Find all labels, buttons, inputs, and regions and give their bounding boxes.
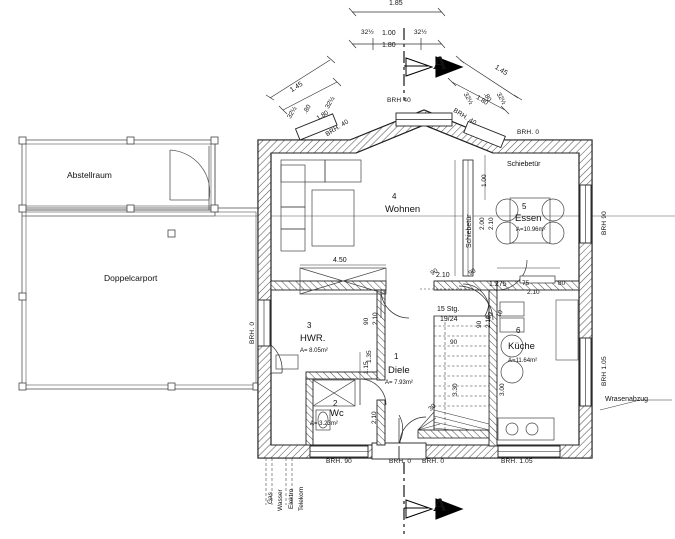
kitchen-fixtures <box>497 299 579 441</box>
room-number-6: 6 <box>516 326 521 335</box>
label-abstellraum: Abstellraum <box>67 170 112 180</box>
utility-label-gas: Gas <box>267 492 274 504</box>
brh-right-90: BRH 90 <box>601 211 608 235</box>
section-axis <box>403 28 464 534</box>
room-area-6: A=11.64m² <box>508 358 538 364</box>
brh-bottom-90: BRH. 90 <box>326 458 352 465</box>
brh-left-0: BRH. 0 <box>249 321 256 344</box>
label-schiebetuer-side: Schiebetür <box>466 214 473 248</box>
window-bay-left <box>294 113 338 141</box>
dim-top-window: 1.00 <box>382 30 396 37</box>
section-marker-label-top: A <box>433 53 447 74</box>
dim-door-90-d: 90 <box>476 320 483 328</box>
room-area-1: A= 7.93m² <box>385 380 413 386</box>
stairs-width-label: 90 <box>450 339 458 346</box>
brh-right-105: BRH 1.05 <box>601 356 608 386</box>
utility-label-wasser: Wasser <box>277 489 284 511</box>
dim-diele-115: 1.15 <box>363 361 370 374</box>
room-name-3: HWR. <box>300 333 326 344</box>
dim-door-80: 80 <box>558 280 566 287</box>
label-schiebetuer-top: Schiebetür <box>507 161 541 168</box>
dim-top-total: 1.80 <box>382 42 396 49</box>
brh-bottom-0b: BRH. 0 <box>422 458 445 465</box>
dim-door-210-a: 2.10 <box>436 272 450 279</box>
dining-furniture <box>495 197 565 245</box>
room-number-5: 5 <box>522 202 527 211</box>
room-number-2: 2 <box>333 399 338 408</box>
dim-door-75: 75 <box>522 280 530 287</box>
dim-hwr-135: 1.35 <box>366 350 373 363</box>
room-name-5: Essen <box>515 213 542 224</box>
window-openings <box>257 112 592 458</box>
label-wrasenabzug: Wrasenabzug <box>605 396 649 403</box>
entrance-door-assembly <box>371 414 427 460</box>
stairs-count-label: 15 Stg. <box>437 306 460 313</box>
room-number-3: 3 <box>307 321 312 330</box>
dim-schiebe-100: 1.00 <box>481 174 488 187</box>
room-number-1: 1 <box>394 352 399 361</box>
utility-leader-lines <box>265 458 293 505</box>
living-furniture <box>280 159 387 295</box>
dim-door-210-b: 2.10 <box>372 312 379 325</box>
dim-door-210-e: 2.10 <box>527 289 540 296</box>
hwr-fixtures <box>275 354 299 370</box>
room-name-2: Wc <box>330 408 344 419</box>
dim-kueche-300: 3.00 <box>499 383 506 396</box>
room-area-2: A= 3.23m² <box>310 421 338 427</box>
room-name-4: Wohnen <box>385 204 421 215</box>
brh-bay-center: BRH 40 <box>387 97 411 104</box>
label-doppelcarport: Doppelcarport <box>104 273 158 283</box>
dim-top-right-fraction: 32½ <box>414 29 427 36</box>
window-bay-center <box>395 112 453 127</box>
room-name-6: Küche <box>508 341 535 352</box>
section-marker-label-bottom: A <box>433 495 447 516</box>
window-bay-right <box>463 120 506 149</box>
brh-bottom-105: BRH. 1.05 <box>501 458 533 465</box>
dim-top-left-fraction: 32½ <box>361 29 374 36</box>
stairs-run-label: 3.30 <box>452 383 459 396</box>
dim-door-210-d: 2.10 <box>371 411 378 424</box>
dim-top-outer: 1.85 <box>389 0 403 7</box>
dimension-lines <box>265 7 672 411</box>
dim-essen-200: 2.00 <box>479 217 486 230</box>
utility-label-elektro: Elektro <box>288 488 295 509</box>
room-area-3: A= 8.05m² <box>300 348 328 354</box>
dim-essen-210: 2.10 <box>488 217 495 230</box>
room-number-4: 4 <box>392 192 397 201</box>
brh-bottom-0a: BRH. 0 <box>389 458 412 465</box>
house-walls <box>257 109 593 459</box>
utility-label-telekom: Telekom <box>298 486 305 511</box>
carport-outline <box>21 139 675 390</box>
carport-posts <box>18 136 261 391</box>
room-area-5: A=10.96m² <box>516 227 546 233</box>
dim-span-1275: 1.275 <box>489 281 507 288</box>
dim-door-90-c: 90 <box>363 317 370 325</box>
brh-right-upper: BRH. 0 <box>517 129 540 136</box>
room-name-1: Diele <box>388 365 410 376</box>
stairs <box>417 283 490 431</box>
dim-wohnen-450: 4.50 <box>333 257 347 264</box>
stairs-ratio-label: 19/24 <box>440 316 458 323</box>
wc-fixtures <box>312 379 356 431</box>
